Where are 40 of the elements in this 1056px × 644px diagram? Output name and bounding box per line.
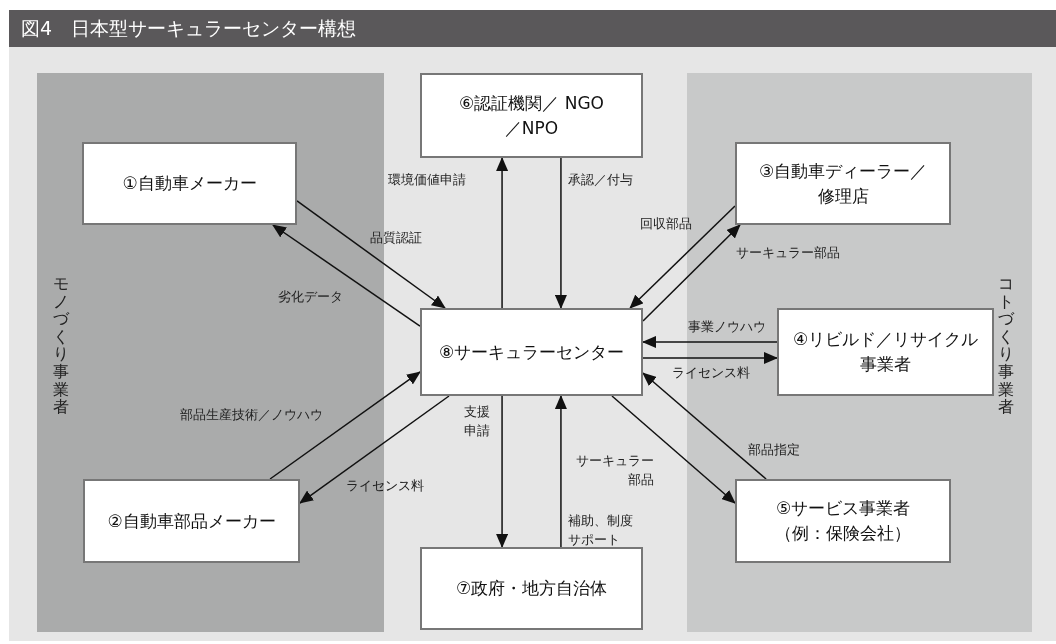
arrow xyxy=(642,372,767,480)
edge-label: 補助、制度サポート xyxy=(568,512,634,549)
edge-label: 品質認証 xyxy=(370,229,422,247)
arrow xyxy=(554,395,567,548)
process-box: ⑧サーキュラーセンター xyxy=(420,308,643,396)
edge-label: 支援申請 xyxy=(464,403,491,440)
edge-label: 承認／付与 xyxy=(568,171,633,189)
arrow xyxy=(642,224,741,322)
edge-label: 部品指定 xyxy=(748,441,800,459)
edge-label: サーキュラー部品 xyxy=(736,244,840,262)
arrow xyxy=(554,157,567,309)
arrow xyxy=(611,395,736,504)
edge-label: 回収部品 xyxy=(640,215,692,233)
arrow xyxy=(629,205,736,309)
title-bar: 図4 日本型サーキュラーセンター構想 xyxy=(9,10,1056,47)
vertical-group-label: コトづくり事業者 xyxy=(998,275,1014,416)
arrow xyxy=(496,157,509,309)
arrow xyxy=(269,371,421,480)
arrow xyxy=(272,224,421,327)
process-box: ⑤サービス事業者（例：保険会社） xyxy=(735,479,951,563)
arrow xyxy=(299,395,450,504)
process-box: ②自動車部品メーカー xyxy=(83,479,300,563)
edge-label: ライセンス料 xyxy=(672,364,750,382)
process-box: ⑦政府・地方自治体 xyxy=(420,547,643,630)
process-box: ③自動車ディーラー／修理店 xyxy=(735,142,951,225)
process-box: ①自動車メーカー xyxy=(82,142,297,225)
arrow xyxy=(642,335,778,348)
edge-label: 部品生産技術／ノウハウ xyxy=(180,406,323,424)
edge-label: ライセンス料 xyxy=(346,477,424,495)
arrow xyxy=(296,200,446,309)
vertical-group-label: モノづくり事業者 xyxy=(53,275,69,416)
process-box: ⑥認証機関／ NGO ／NPO xyxy=(420,73,643,158)
process-box: ④リビルド／リサイクル事業者 xyxy=(777,308,994,396)
arrow xyxy=(642,352,778,364)
group-band xyxy=(37,73,384,632)
arrow xyxy=(496,395,509,548)
edge-label: サーキュラー部品 xyxy=(575,452,654,489)
edge-label: 環境価値申請 xyxy=(388,171,466,189)
edge-label: 劣化データ xyxy=(278,288,343,306)
edge-label: 事業ノウハウ xyxy=(688,318,766,336)
